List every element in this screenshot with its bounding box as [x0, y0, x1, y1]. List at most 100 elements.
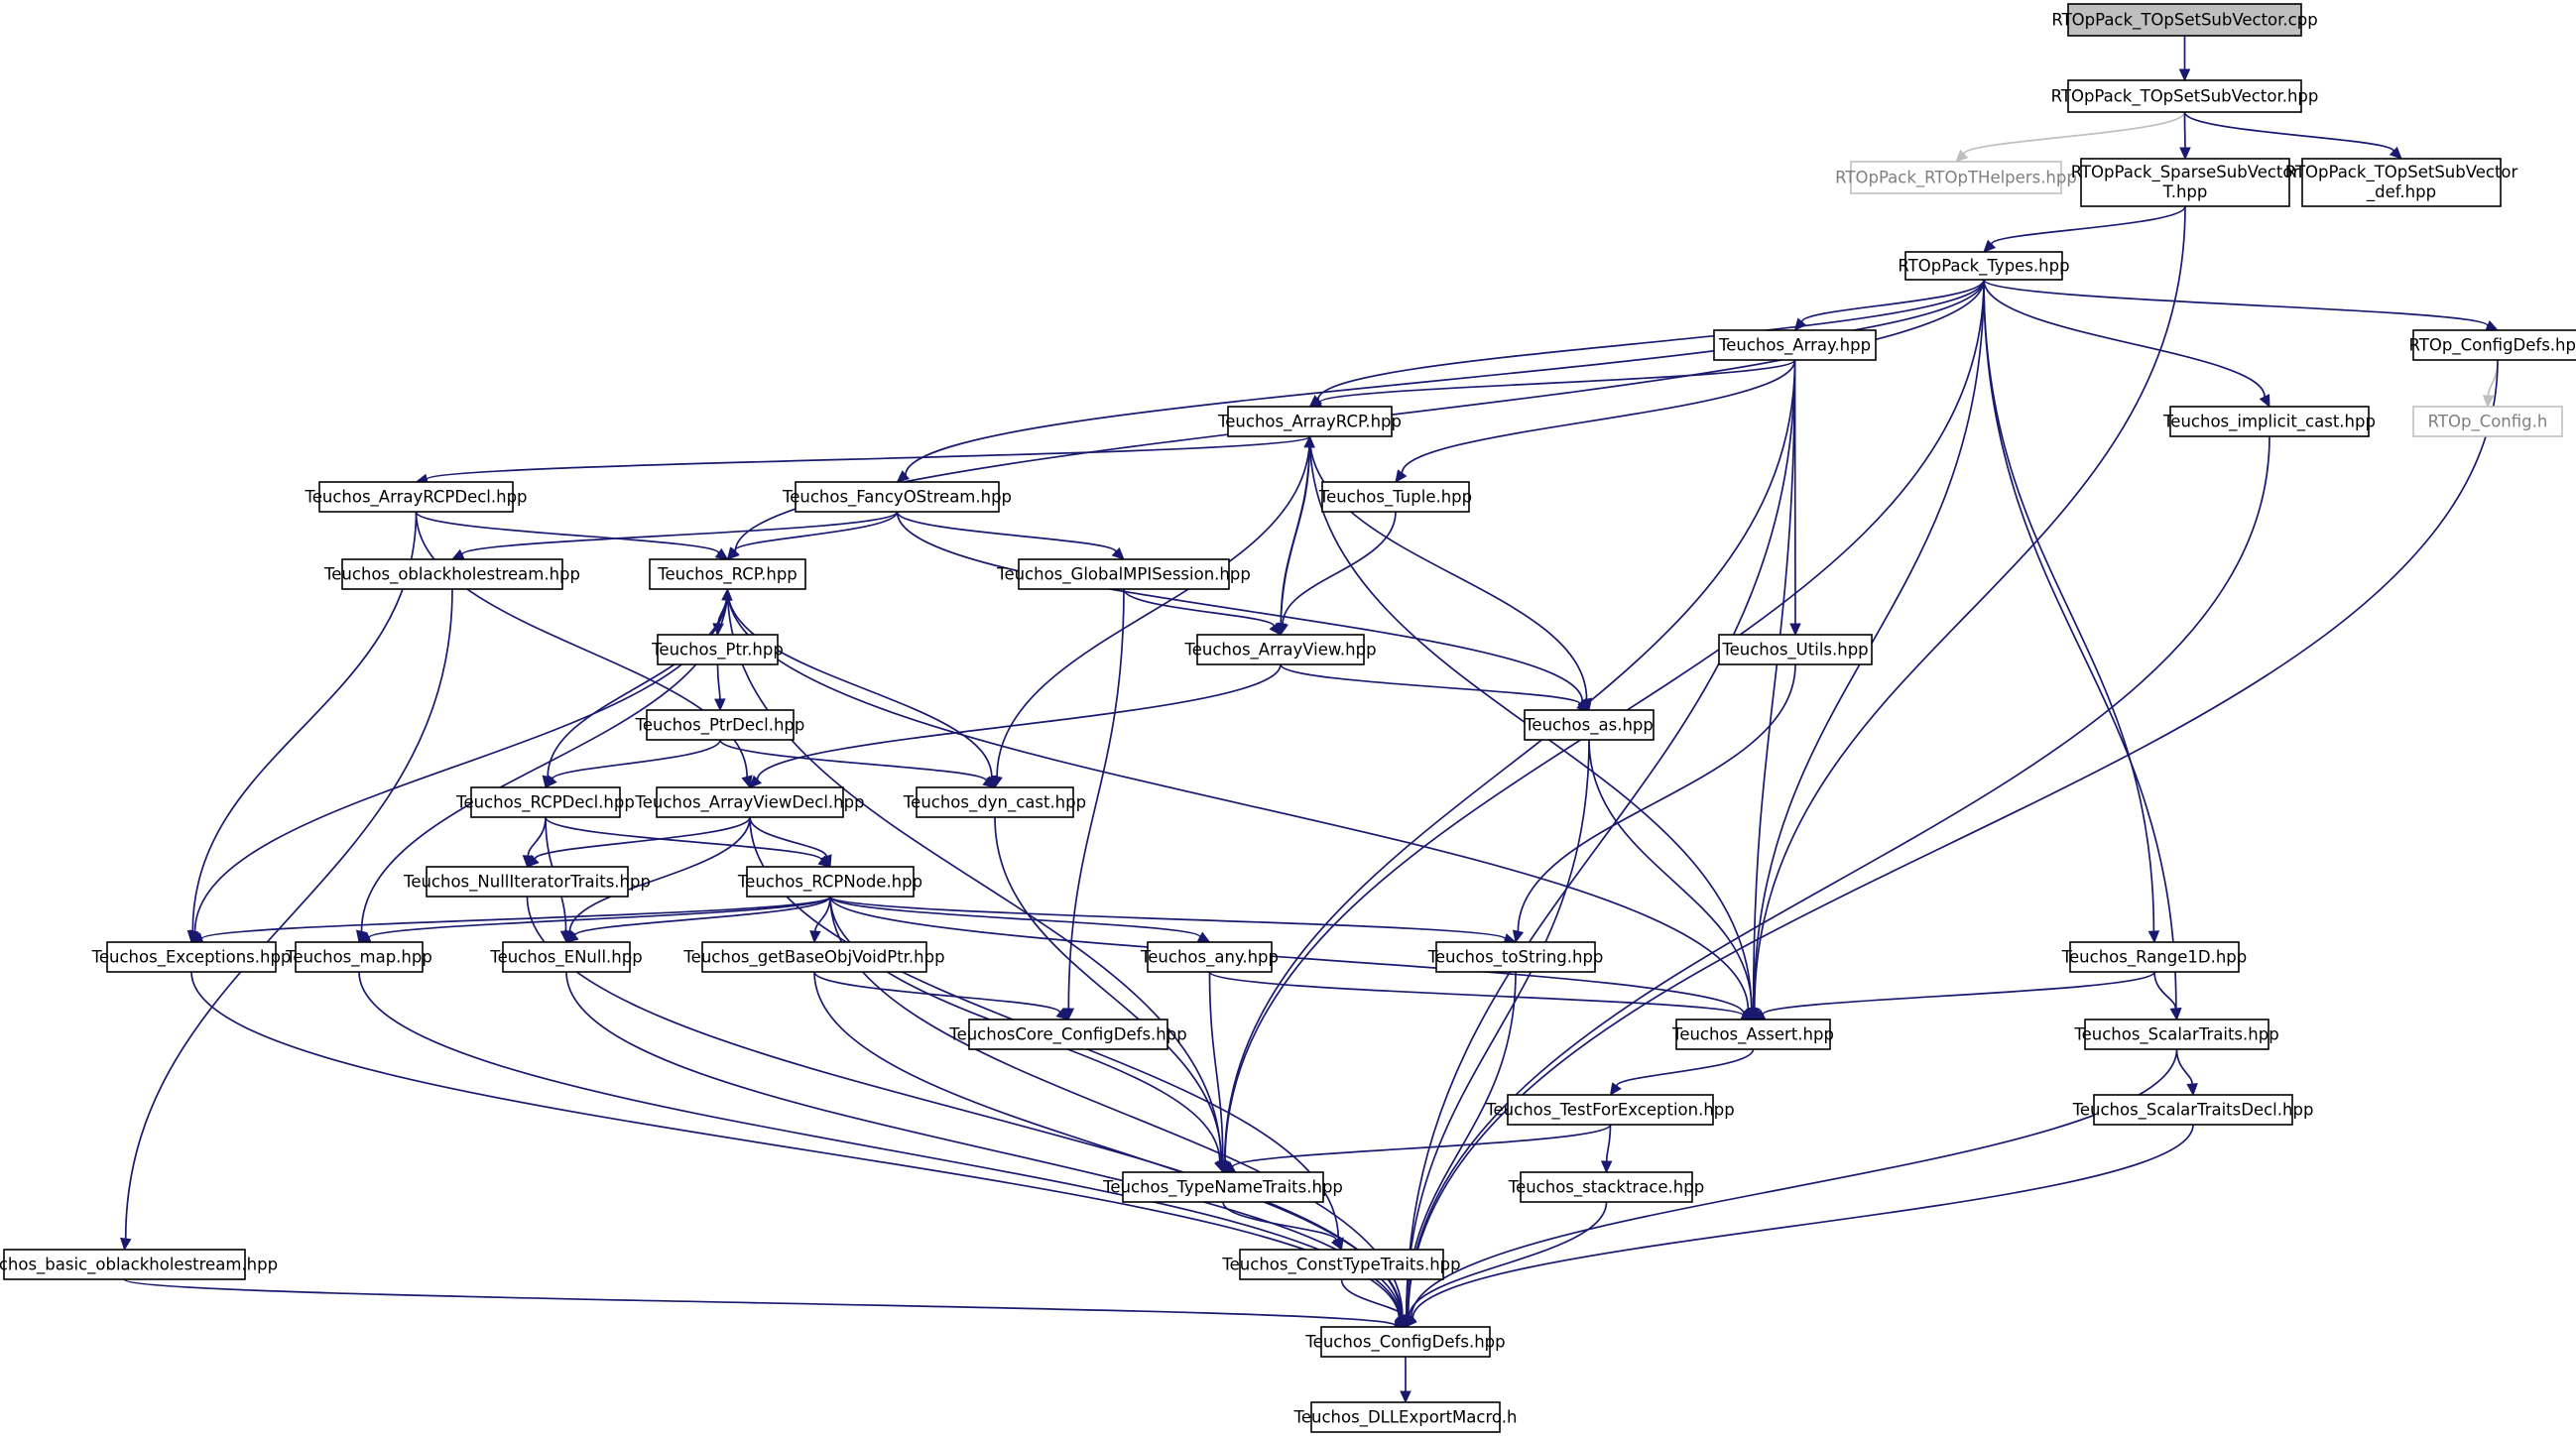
node-enull[interactable]: Teuchos_ENull.hpp: [489, 941, 643, 973]
edge-dyncast-to-typename: [994, 816, 1228, 1174]
node-as[interactable]: Teuchos_as.hpp: [1524, 709, 1655, 741]
node-root[interactable]: RTOpPack_TOpSetSubVector.cpp: [2051, 3, 2318, 37]
edge-array-to-configdefs: [1401, 359, 1796, 1329]
node-basicoblack[interactable]: Teuchos_basic_oblackholestream.hpp: [0, 1249, 278, 1280]
node-ptr[interactable]: Teuchos_Ptr.hpp: [651, 634, 784, 665]
node-tuple[interactable]: Teuchos_Tuple.hpp: [1318, 481, 1472, 513]
arrowhead-icon: [726, 546, 740, 560]
node-rtopconfigdefs[interactable]: RTOp_ConfigDefs.hpp: [2409, 329, 2576, 361]
arrowhead-icon: [714, 698, 726, 712]
edge-line: [123, 1278, 1396, 1326]
node-box: [1713, 329, 1877, 361]
arrowhead-icon: [2179, 147, 2191, 161]
node-testforexc[interactable]: Teuchos_TestForException.hpp: [1485, 1094, 1735, 1126]
arrowhead-icon: [1752, 1009, 1767, 1020]
arrowhead-icon: [1395, 469, 1408, 483]
arrowhead-icon: [2178, 68, 2191, 82]
node-hpp[interactable]: RTOpPack_TOpSetSubVector.hpp: [2051, 79, 2319, 113]
node-scalartraitsdecl[interactable]: Teuchos_ScalarTraitsDecl.hpp: [2072, 1094, 2314, 1126]
edge-line: [1605, 1124, 1612, 1162]
node-arrayview[interactable]: Teuchos_ArrayView.hpp: [1183, 634, 1377, 665]
edge-types-to-scalartraits: [1983, 279, 2182, 1021]
node-dllexport[interactable]: Teuchos_DLLExportMacro.h: [1293, 1401, 1518, 1433]
edge-line: [996, 435, 1311, 778]
edge-line: [358, 971, 1401, 1318]
node-arrayrcp[interactable]: Teuchos_ArrayRCP.hpp: [1217, 406, 1402, 437]
edge-fancy-to-rcp: [726, 511, 899, 560]
edge-rcpnode-to-assert: [829, 896, 1755, 1020]
edge-types-to-rcp: [726, 279, 1985, 560]
node-box: [2084, 1019, 2269, 1050]
node-rtopconfig: RTOp_Config.h: [2412, 406, 2563, 437]
node-rcp[interactable]: Teuchos_RCP.hpp: [649, 558, 806, 590]
edge-line: [415, 511, 748, 778]
arrowhead-icon: [1397, 1314, 1409, 1329]
edge-line: [1406, 359, 1796, 1317]
node-stacktrace[interactable]: Teuchos_stacktrace.hpp: [1508, 1171, 1704, 1203]
edge-ptr-to-rcp: [716, 587, 733, 636]
edge-fancy-to-oblack: [450, 511, 899, 560]
node-rcpnode[interactable]: Teuchos_RCPNode.hpp: [737, 866, 922, 898]
arrowhead-icon: [721, 587, 733, 601]
arrowhead-icon: [1401, 1315, 1412, 1329]
node-box: [2169, 406, 2370, 437]
node-utils[interactable]: Teuchos_Utils.hpp: [1718, 634, 1873, 665]
edge-line: [568, 816, 751, 932]
edge-rcpdecl-to-rcpnode: [545, 816, 831, 868]
node-ptrdecl[interactable]: Teuchos_PtrDecl.hpp: [635, 709, 805, 741]
edge-any-to-typename: [1208, 971, 1229, 1174]
node-box: [968, 1019, 1168, 1050]
node-box: [1147, 941, 1273, 973]
node-coreconfig[interactable]: TeuchosCore_ConfigDefs.hpp: [948, 1019, 1187, 1050]
arrowhead-icon: [991, 775, 1003, 789]
edge-rcpnode-to-typename: [829, 896, 1226, 1174]
arrowhead-icon: [1196, 931, 1211, 943]
node-tostring[interactable]: Teuchos_toString.hpp: [1427, 941, 1604, 973]
edge-line: [426, 435, 1311, 481]
edge-hpp-to-sparse: [2179, 111, 2191, 161]
node-typename[interactable]: Teuchos_TypeNameTraits.hpp: [1102, 1171, 1343, 1203]
node-arrayviewdecl[interactable]: Teuchos_ArrayViewDecl.hpp: [634, 786, 865, 818]
node-types[interactable]: RTOpPack_Types.hpp: [1898, 251, 2070, 281]
arrowhead-icon: [1394, 1314, 1407, 1328]
edge-types-to-range1d: [1983, 279, 2160, 944]
edge-types-to-assert: [1748, 279, 1985, 1021]
arrowhead-icon: [1576, 698, 1591, 711]
node-consttype[interactable]: Teuchos_ConstTypeTraits.hpp: [1221, 1249, 1461, 1280]
arrowhead-icon: [1214, 1159, 1226, 1174]
node-configdefs[interactable]: Teuchos_ConfigDefs.hpp: [1304, 1326, 1506, 1358]
edge-hpp-to-setdef: [2183, 111, 2402, 160]
node-assert[interactable]: Teuchos_Assert.hpp: [1671, 1019, 1834, 1050]
node-mpi[interactable]: Teuchos_GlobalMPISession.hpp: [996, 558, 1251, 590]
node-getbase[interactable]: Teuchos_getBaseObjVoidPtr.hpp: [682, 941, 945, 973]
edge-line: [193, 588, 729, 932]
arrowhead-icon: [1512, 929, 1525, 944]
edge-line: [829, 896, 1745, 1015]
arrowhead-icon: [1405, 1314, 1417, 1328]
arrowhead-icon: [1793, 317, 1807, 331]
node-fancy[interactable]: Teuchos_FancyOStream.hpp: [782, 481, 1012, 513]
node-exceptions[interactable]: Teuchos_Exceptions.hpp: [91, 941, 292, 973]
node-map[interactable]: Teuchos_map.hpp: [285, 941, 432, 973]
node-label: Teuchos_getBaseObjVoidPtr.hpp: [682, 948, 944, 968]
edge-line: [726, 588, 1222, 1162]
arrowhead-icon: [1746, 1007, 1758, 1021]
arrowhead-icon: [1745, 1007, 1758, 1021]
node-any[interactable]: Teuchos_any.hpp: [1140, 941, 1279, 973]
arrowhead-icon: [2389, 146, 2402, 160]
node-nulliter[interactable]: Teuchos_NullIteratorTraits.hpp: [403, 866, 651, 898]
node-array[interactable]: Teuchos_Array.hpp: [1713, 329, 1877, 361]
edge-line: [1588, 739, 1753, 1010]
node-scalartraits[interactable]: Teuchos_ScalarTraits.hpp: [2073, 1019, 2279, 1050]
node-range1d[interactable]: Teuchos_Range1D.hpp: [2061, 941, 2248, 973]
node-label: Teuchos_Array.hpp: [1718, 336, 1871, 356]
node-arrayrcpdecl[interactable]: Teuchos_ArrayRCPDecl.hpp: [304, 481, 528, 513]
edge-arrayrcp-to-assert: [1308, 435, 1758, 1021]
node-setdef[interactable]: RTOpPack_TOpSetSubVector_def.hpp: [2285, 158, 2518, 207]
node-rcpdecl[interactable]: Teuchos_RCPDecl.hpp: [455, 786, 635, 818]
edge-line: [1317, 279, 1985, 401]
node-oblack[interactable]: Teuchos_oblackholestream.hpp: [323, 558, 580, 590]
node-dyncast[interactable]: Teuchos_dyn_cast.hpp: [903, 786, 1086, 818]
node-implicit[interactable]: Teuchos_implicit_cast.hpp: [2162, 406, 2376, 437]
